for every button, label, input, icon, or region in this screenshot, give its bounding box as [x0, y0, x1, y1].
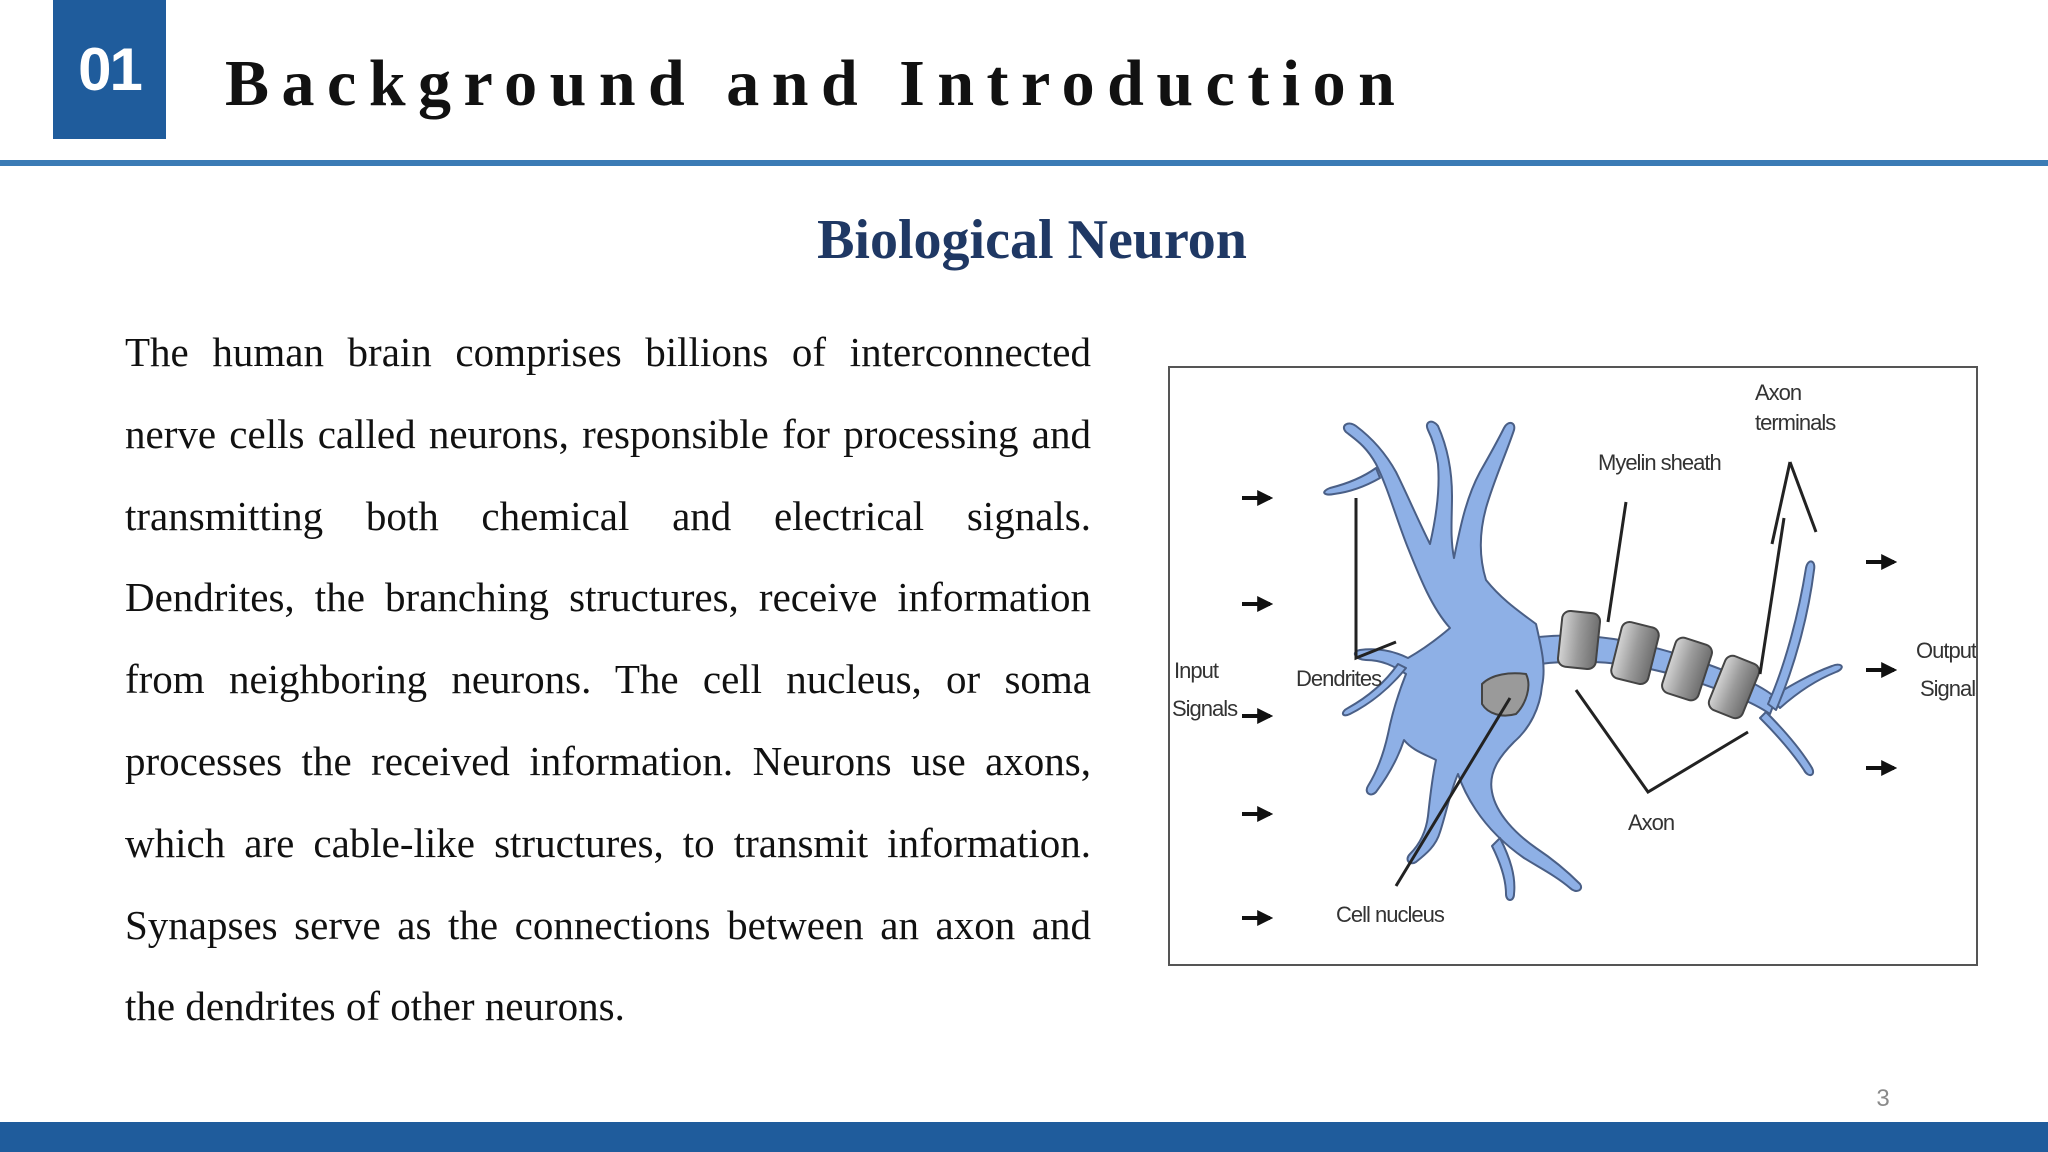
label-dendrites: Dendrites: [1296, 666, 1382, 691]
body-paragraph: The human brain comprises billions of in…: [125, 329, 1091, 1030]
label-myelin-sheath: Myelin sheath: [1598, 450, 1721, 475]
label-output-1: Output: [1916, 638, 1976, 663]
footer-bar: [0, 1122, 2048, 1152]
slide-heading: Biological Neuron: [817, 209, 1247, 271]
input-arrows: [1242, 490, 1274, 926]
header-divider: [0, 160, 2048, 166]
section-number-badge: 01: [53, 0, 166, 139]
label-axon-terminals-1: Axon: [1755, 380, 1801, 405]
label-input-2: Signals: [1172, 696, 1238, 721]
neuron-diagram: Axon terminals Myelin sheath Input Signa…: [1168, 366, 1978, 966]
label-input-1: Input: [1174, 658, 1219, 683]
neuron-cell: [1323, 420, 1843, 901]
label-axon: Axon: [1628, 810, 1674, 835]
leader-lines: [1354, 461, 1818, 887]
label-cell-nucleus: Cell nucleus: [1336, 902, 1445, 927]
section-title: Background and Introduction: [225, 47, 1408, 120]
nucleus-shape: [1481, 672, 1530, 717]
label-output-2: Signals: [1920, 676, 1976, 701]
label-axon-terminals-2: terminals: [1755, 410, 1836, 435]
page-number: 3: [1876, 1085, 1890, 1112]
myelin-segments: [1556, 609, 1761, 720]
output-arrows: [1866, 554, 1898, 776]
